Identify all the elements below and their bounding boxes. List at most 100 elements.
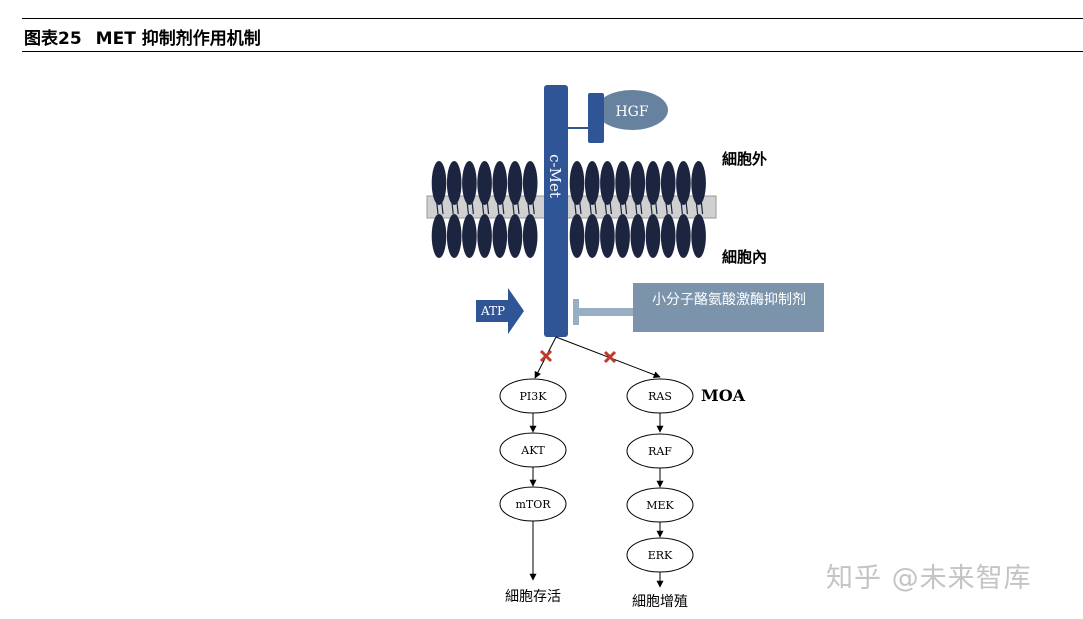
lipid-head-outer [584,161,600,205]
lipid-tail [700,199,704,215]
lipid-head-inner [584,214,600,258]
lipid-tail [589,199,592,215]
ras-node: RAS [626,378,694,414]
figure-number: 图表25 [24,29,82,49]
pi3k-label: PI3K [520,390,548,403]
lipid-tail [435,199,439,215]
lipid-tail [527,199,530,215]
inhibitor-box [633,283,824,332]
lipid-head-outer [569,161,585,205]
lipid-head-inner [630,214,646,258]
lipid-tail [466,199,469,215]
lipid-tail [594,199,597,215]
lipid-tail [532,199,535,215]
mek-node: MEK [626,487,694,523]
lipid-tail [634,199,638,215]
lipid-tail [680,199,683,215]
mek-label: MEK [646,499,674,512]
lipid-heads-inner [431,214,706,258]
lipid-tail [511,199,515,215]
lipid-tail [665,199,668,215]
lipid-head-inner [676,214,691,258]
lipid-heads-outer [431,161,706,205]
pi3k-node: PI3K [499,378,567,414]
lipid-head-inner [569,214,585,258]
inhibitor-label: 小分子酪氨酸激酶抑制剂 [652,291,806,308]
figure-title-text: MET 抑制剂作用机制 [95,29,261,49]
lipid-tail [501,199,505,215]
lipid-tails [435,199,704,215]
lipid-head-outer [691,161,706,205]
inhibitor-connector [579,308,634,316]
mtor-label: mTOR [515,498,551,511]
lipid-head-inner [645,214,661,258]
lipid-head-outer [477,161,492,205]
cell-survival-label: 細胞存活 [505,589,561,605]
lipid-tail [639,199,643,215]
hgf-binding-domain [588,93,604,143]
atp-label: ATP [480,304,505,318]
raf-label: RAF [648,445,672,458]
lipid-head-inner [507,214,523,258]
lipid-head-outer [660,161,676,205]
lipid-head-inner [446,214,462,258]
erk-label: ERK [648,549,673,562]
figure-title: 图表25 MET 抑制剂作用机制 [24,24,261,49]
hgf-label: HGF [615,104,648,120]
ras-label: RAS [648,390,672,403]
lipid-head-outer [645,161,661,205]
lipid-tail [456,199,459,215]
lipid-tail [440,199,444,215]
header-rule-top [22,18,1083,19]
lipid-head-outer [600,161,615,205]
lipid-tail [609,199,612,215]
lipid-tail [619,199,623,215]
lipid-tail [516,199,520,215]
block-mark-left [539,349,553,363]
akt-node: AKT [499,432,567,468]
lipid-tail [496,199,500,215]
intracellular-label: 細胞內 [722,248,767,266]
lipid-head-inner [477,214,492,258]
lipid-head-inner [492,214,508,258]
block-mark-right [603,350,617,364]
lipid-tail [573,199,577,215]
lipid-tail [578,199,582,215]
lipid-tail [695,199,699,215]
lipid-head-inner [691,214,706,258]
lipid-head-inner [600,214,615,258]
akt-label: AKT [520,444,545,457]
lipid-head-inner [615,214,630,258]
lipid-tail [670,199,673,215]
header-rule-bottom [22,51,1083,52]
lipid-tail [654,199,658,215]
c-met-label: c-Met [546,154,564,198]
lipid-tail [471,199,474,215]
lipid-head-inner [522,214,538,258]
lipid-tail [624,199,628,215]
watermark: 知乎 @未来智库 [826,563,1032,594]
lipid-head-inner [462,214,477,258]
atp-arrow [476,288,524,334]
raf-node: RAF [626,433,694,469]
lipid-tail [649,199,653,215]
cell-proliferation-label: 細胞增殖 [632,593,688,610]
lipid-head-outer [492,161,508,205]
lipid-tail [481,199,485,215]
lipid-head-outer [522,161,538,205]
lipid-head-outer [507,161,523,205]
lipid-tail [486,199,490,215]
hgf-ellipse [596,90,668,130]
lipid-head-inner [660,214,676,258]
extracellular-label: 細胞外 [722,150,767,168]
c-met-receptor [544,85,568,337]
lipid-head-outer [462,161,477,205]
lipid-head-outer [630,161,646,205]
lipid-head-outer [446,161,462,205]
lipid-head-outer [431,161,447,205]
lipid-tail [685,199,688,215]
mtor-node: mTOR [499,486,567,522]
erk-node: ERK [626,537,694,573]
lipid-tail [604,199,607,215]
